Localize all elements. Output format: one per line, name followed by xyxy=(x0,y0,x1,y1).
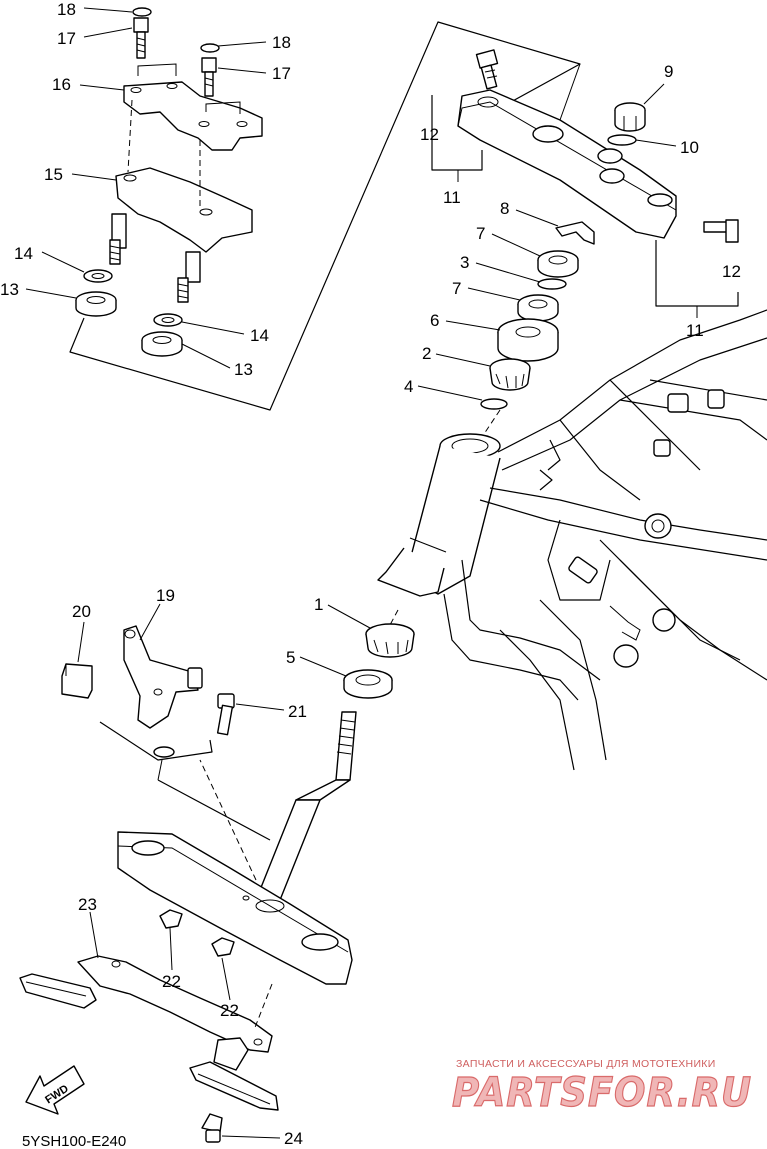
ring-nut-lower xyxy=(517,294,559,322)
callout-4: 4 xyxy=(404,377,413,396)
lock-washer xyxy=(555,221,595,245)
callout-21: 21 xyxy=(288,702,307,721)
guide-bolt xyxy=(201,1113,223,1143)
callout-13-left: 13 xyxy=(0,280,19,299)
callout-16: 16 xyxy=(52,75,71,94)
callout-7-lower: 7 xyxy=(452,279,461,298)
callout-23: 23 xyxy=(78,895,97,914)
callout-18-top: 18 xyxy=(57,0,76,19)
stem-washer xyxy=(607,134,637,146)
crown-pinch-bolt-top xyxy=(475,49,499,90)
upper-bolt-right xyxy=(200,43,220,97)
watermark-tagline: ЗАПЧАСТИ И АКСЕССУАРЫ ДЛЯ МОТОТЕХНИКИ xyxy=(456,1058,716,1070)
callout-18-right: 18 xyxy=(272,33,291,52)
callout-13-right: 13 xyxy=(234,360,253,379)
damper-right xyxy=(141,331,183,357)
damper-left xyxy=(75,291,117,317)
callout-8: 8 xyxy=(500,199,509,218)
callout-24: 24 xyxy=(284,1129,303,1148)
upper-bolt-left xyxy=(132,7,152,59)
callout-5: 5 xyxy=(286,648,295,667)
lower-handlebar-holder xyxy=(115,167,253,253)
bracket-bolt xyxy=(216,693,235,736)
cable-holder-bracket xyxy=(123,625,203,729)
callout-1: 1 xyxy=(314,595,323,614)
clip-upper xyxy=(159,909,183,929)
washer-right xyxy=(153,313,183,327)
steering-stem-nut xyxy=(614,102,646,132)
handlebar-holder-group xyxy=(69,7,581,411)
lower-bearing xyxy=(365,623,415,658)
crown-pinch-bolt-side xyxy=(703,219,739,243)
claw-washer xyxy=(537,278,567,290)
motorcycle-frame xyxy=(377,309,767,771)
lower-seal xyxy=(343,669,393,699)
callout-6: 6 xyxy=(430,311,439,330)
dust-seal xyxy=(480,398,508,410)
upper-handlebar-holder xyxy=(123,81,263,151)
ring-nut-upper xyxy=(537,250,579,278)
callout-22-lower: 22 xyxy=(220,1001,239,1020)
callout-22-upper: 22 xyxy=(162,972,181,991)
fwd-arrow xyxy=(25,1065,85,1115)
callout-17-top: 17 xyxy=(57,29,76,48)
callout-12-top: 12 xyxy=(420,125,439,144)
under-bracket xyxy=(117,831,353,985)
clip-lower xyxy=(211,937,235,957)
callout-14-right: 14 xyxy=(250,326,269,345)
upper-bracket xyxy=(457,89,677,239)
callout-3: 3 xyxy=(460,253,469,272)
upper-bracket-group xyxy=(431,49,739,318)
callout-7-upper: 7 xyxy=(476,224,485,243)
callout-10: 10 xyxy=(680,138,699,157)
callout-19: 19 xyxy=(156,586,175,605)
callout-12-right: 12 xyxy=(722,262,741,281)
callout-11-right: 11 xyxy=(686,321,704,340)
callout-20: 20 xyxy=(72,602,91,621)
callout-2: 2 xyxy=(422,344,431,363)
callout-labels: 18 17 16 15 14 13 18 17 14 13 12 11 9 10… xyxy=(0,0,741,1148)
steering-stem xyxy=(255,711,357,901)
diagram-code: 5YSH100-E240 xyxy=(22,1133,126,1149)
washer-left xyxy=(83,269,113,283)
watermark: ЗАПЧАСТИ И АКСЕССУАРЫ ДЛЯ МОТОТЕХНИКИ PA… xyxy=(451,1058,752,1117)
callout-9: 9 xyxy=(664,62,673,81)
callout-15: 15 xyxy=(44,165,63,184)
callout-11-top: 11 xyxy=(443,188,461,207)
bearing-cover xyxy=(497,318,559,362)
cable-guide xyxy=(19,955,279,1111)
callout-14-left: 14 xyxy=(14,244,33,263)
callout-17-right: 17 xyxy=(272,64,291,83)
leader-lines xyxy=(25,7,677,1139)
watermark-brand: PARTSFOR.RU xyxy=(452,1070,752,1116)
damper-pad xyxy=(61,663,93,699)
upper-bearing xyxy=(489,358,531,391)
